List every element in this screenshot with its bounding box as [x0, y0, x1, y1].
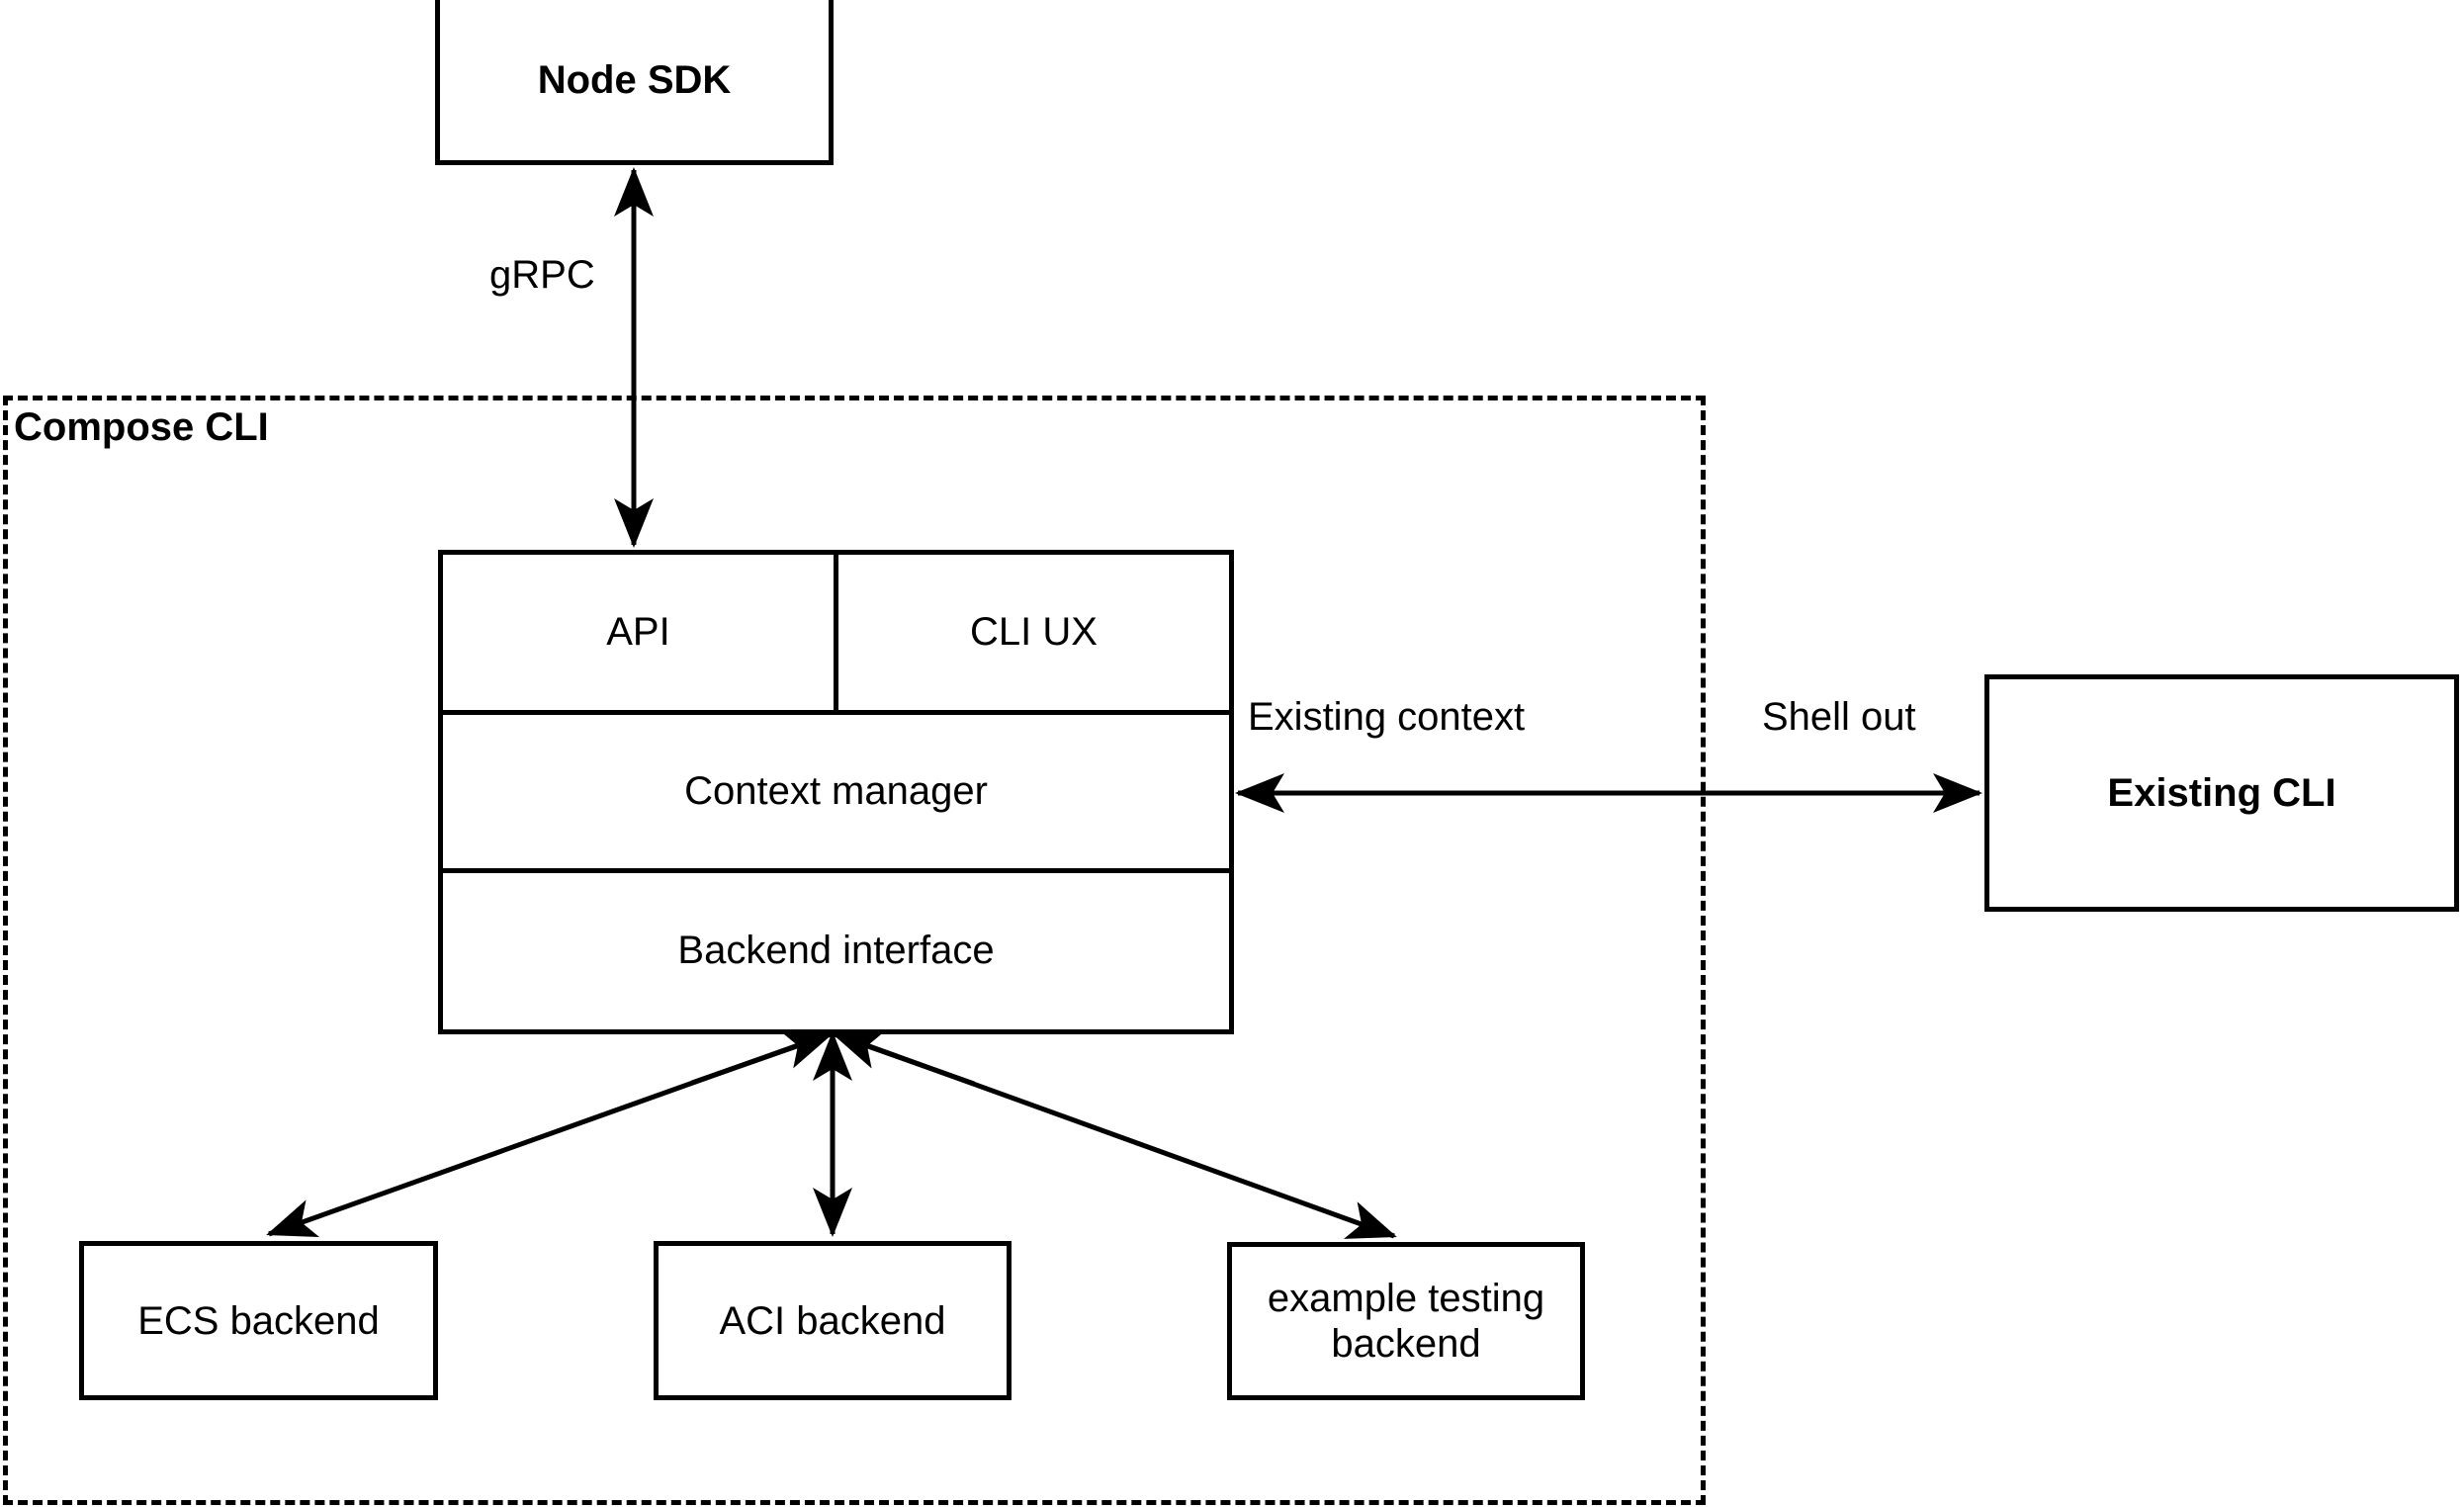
- compose-cli-group-boundary: [3, 396, 1706, 1505]
- edge-label-existing-context: Existing context: [1242, 695, 1532, 740]
- node-node-sdk-label: Node SDK: [537, 58, 732, 102]
- cell-backend-interface-label: Backend interface: [677, 929, 995, 973]
- node-example-testing-backend-line-2: backend: [1331, 1322, 1481, 1366]
- node-ecs-backend-label: ECS backend: [137, 1298, 380, 1343]
- node-ecs-backend[interactable]: ECS backend: [79, 1241, 438, 1400]
- stack-row-backend-interface: Backend interface: [443, 873, 1229, 1029]
- node-existing-cli-label: Existing CLI: [2107, 771, 2336, 815]
- cell-api[interactable]: API: [443, 555, 838, 711]
- cell-context-manager[interactable]: Context manager: [443, 715, 1229, 867]
- edge-label-grpc: gRPC: [484, 253, 601, 298]
- stack-row-api-cliux: API CLI UX: [443, 555, 1229, 716]
- node-aci-backend-label: ACI backend: [719, 1298, 946, 1343]
- stack-row-context-manager: Context manager: [443, 715, 1229, 873]
- compose-cli-group-label: Compose CLI: [14, 405, 269, 449]
- node-aci-backend[interactable]: ACI backend: [654, 1241, 1012, 1400]
- node-node-sdk[interactable]: Node SDK: [435, 0, 834, 165]
- cell-api-label: API: [606, 610, 670, 655]
- node-example-testing-backend[interactable]: example testing backend: [1227, 1242, 1585, 1400]
- edge-label-shell-out: Shell out: [1756, 695, 1922, 740]
- cell-context-manager-label: Context manager: [684, 769, 988, 813]
- cell-cli-ux[interactable]: CLI UX: [838, 555, 1229, 710]
- cell-backend-interface[interactable]: Backend interface: [443, 873, 1229, 1029]
- cell-cli-ux-label: CLI UX: [970, 610, 1098, 655]
- node-existing-cli[interactable]: Existing CLI: [1984, 674, 2459, 912]
- node-example-testing-backend-line-1: example testing: [1267, 1277, 1545, 1320]
- compose-cli-core-stack: API CLI UX Context manager Backend inter…: [438, 550, 1234, 1034]
- node-example-testing-backend-label: example testing backend: [1232, 1276, 1580, 1367]
